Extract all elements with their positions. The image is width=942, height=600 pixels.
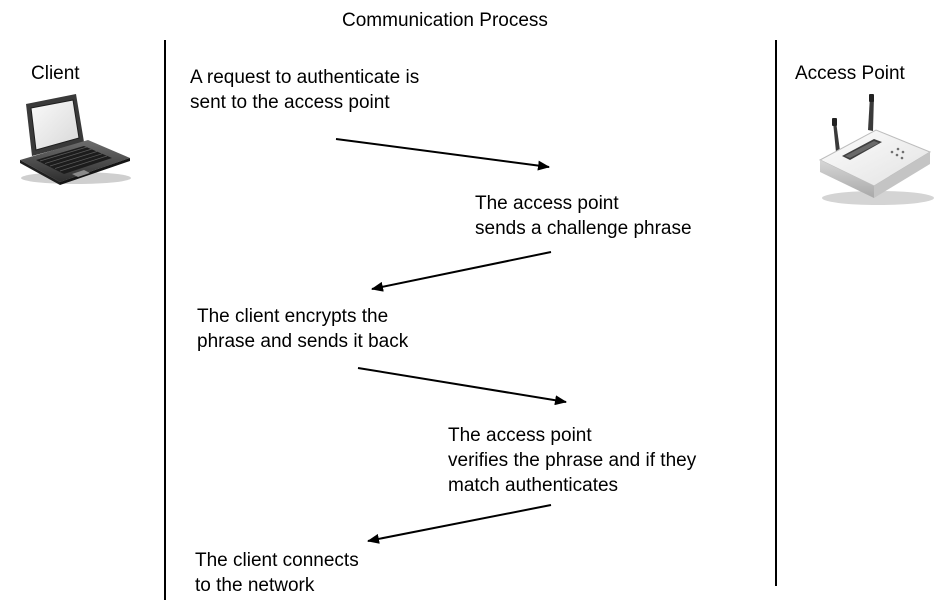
laptop-icon xyxy=(20,94,131,185)
arrow-request xyxy=(335,138,550,171)
arrow-challenge xyxy=(371,251,552,292)
client-lane-line xyxy=(164,40,166,600)
step-connect-text: The client connects to the network xyxy=(195,550,359,596)
step-request-text: A request to authenticate is sent to the… xyxy=(190,67,420,113)
step-challenge-text: The access point sends a challenge phras… xyxy=(475,193,692,239)
arrow-encrypted-reply xyxy=(357,367,567,406)
client-label: Client xyxy=(31,63,80,84)
wireless-router-icon xyxy=(818,94,934,205)
arrow-authenticate xyxy=(367,504,552,544)
step-verify-text: The access point verifies the phrase and… xyxy=(448,425,697,496)
access-point-lane-line xyxy=(775,40,777,586)
access-point-label: Access Point xyxy=(795,63,905,84)
diagram-title: Communication Process xyxy=(342,10,548,31)
step-encrypt-text: The client encrypts the phrase and sends… xyxy=(197,306,409,352)
